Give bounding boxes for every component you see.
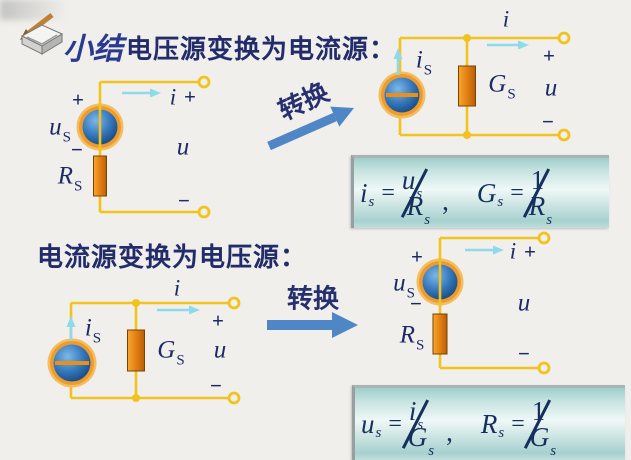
source-current-label: iS (84, 314, 102, 347)
summary-script-label: 小结 (63, 33, 123, 66)
junction-dot (132, 299, 140, 307)
resistor-label: RS (57, 162, 83, 195)
conductance-label: GS (488, 70, 516, 103)
current-label: i (509, 238, 517, 264)
current-label: i (173, 275, 181, 301)
port-voltage-label: u (176, 133, 190, 161)
source-minus-sign: − (71, 137, 83, 162)
current-arrow-icon (465, 245, 504, 255)
circuit-voltage-source-top-left (76, 75, 211, 219)
source-current-arrow-icon (66, 316, 76, 341)
terminal-top (197, 75, 211, 89)
terminal-top (537, 231, 551, 245)
source-minus-sign: − (410, 291, 422, 316)
conductance-symbol (127, 329, 145, 372)
junction-dot (132, 394, 140, 402)
port-plus-sign: + (543, 43, 555, 68)
section-bottom-title: 电流源变换为电压源： (37, 242, 308, 272)
port-plus-sign: + (184, 84, 196, 109)
circuit-voltage-source-bottom-right (416, 231, 551, 375)
source-voltage-label: uS (49, 113, 71, 146)
source-voltage-label: uS (393, 269, 415, 302)
terminal-bottom (227, 391, 241, 405)
slide-corner-shadow (0, 0, 84, 20)
current-arrow-icon (122, 88, 161, 98)
current-source-symbol (47, 338, 97, 388)
terminal-top (227, 296, 241, 310)
conductance-label: GS (157, 336, 185, 369)
source-current-arrow-icon (393, 48, 403, 75)
source-plus-sign: + (72, 87, 84, 112)
current-arrow-icon (487, 40, 529, 50)
transform-label-bottom: 转换 (286, 283, 340, 314)
port-voltage-label: u (213, 336, 227, 364)
transform-arrow-top-icon (267, 106, 354, 151)
circuit-current-source-top-right (378, 31, 571, 142)
circuit-current-source-bottom-left (47, 296, 241, 405)
junction-dot (463, 131, 471, 139)
current-source-symbol (378, 71, 426, 119)
source-current-label: iS (415, 46, 433, 79)
terminal-bottom (197, 205, 211, 219)
port-minus-sign: − (178, 188, 190, 213)
port-minus-sign: − (542, 109, 554, 134)
resistor-symbol (93, 155, 107, 197)
terminal-bottom (537, 361, 551, 375)
conductance-symbol (458, 65, 476, 107)
notebook-pencil-icon (20, 13, 64, 55)
terminal-bottom (557, 128, 571, 142)
junction-dot (463, 34, 471, 42)
port-plus-sign: + (524, 239, 536, 264)
resistor-label: RS (399, 321, 425, 354)
resistor-symbol (432, 313, 448, 355)
page-title: 电压源变换为电流源： (126, 34, 397, 64)
terminal-top (557, 31, 571, 45)
source-plus-sign: + (411, 244, 423, 269)
port-minus-sign: − (210, 373, 222, 398)
port-minus-sign: − (518, 341, 530, 366)
transform-arrow-bottom-icon (267, 312, 358, 338)
current-label: i (169, 84, 177, 110)
port-voltage-label: u (544, 74, 558, 102)
current-arrow-icon (157, 305, 200, 315)
current-label: i (502, 6, 510, 32)
port-plus-sign: + (212, 308, 224, 333)
port-voltage-label: u (517, 289, 531, 317)
